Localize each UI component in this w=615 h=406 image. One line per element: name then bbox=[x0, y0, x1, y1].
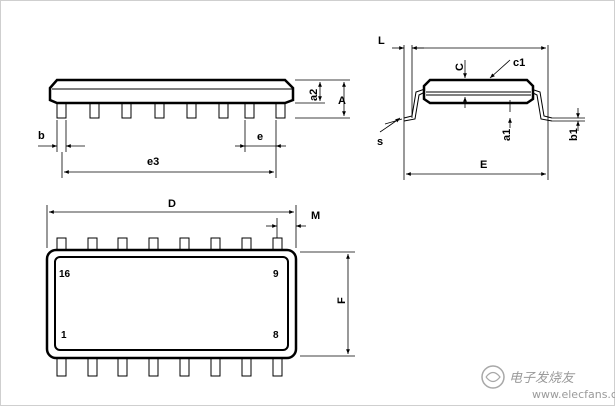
top-view bbox=[45, 205, 355, 377]
pin-label-9: 9 bbox=[273, 269, 279, 280]
watermark-url: www.elecfans.com bbox=[532, 388, 615, 401]
dim-label-s: s bbox=[377, 136, 383, 148]
dim-label-A: A bbox=[338, 95, 346, 107]
dim-label-b: b bbox=[38, 130, 45, 142]
side-view-body bbox=[48, 78, 295, 105]
pin-label-1: 1 bbox=[61, 330, 67, 341]
dim-label-e3: e3 bbox=[147, 156, 159, 168]
watermark-text: 电子发烧友 bbox=[509, 371, 576, 386]
end-view bbox=[379, 45, 585, 180]
dim-label-M: M bbox=[311, 210, 320, 222]
dim-label-F: F bbox=[336, 297, 348, 304]
dim-label-E: E bbox=[480, 159, 487, 171]
watermark: 电子发烧友 www.elecfans.com bbox=[481, 365, 615, 401]
dim-label-b1: b1 bbox=[568, 128, 580, 141]
pin-label-8: 8 bbox=[273, 330, 279, 341]
dim-label-e: e bbox=[257, 131, 263, 143]
dim-label-a1: a1 bbox=[501, 129, 513, 141]
dim-label-c1: c1 bbox=[513, 57, 525, 69]
pin-label-16: 16 bbox=[59, 269, 71, 280]
top-view-body-inner bbox=[54, 256, 289, 351]
dim-label-a2: a2 bbox=[308, 89, 320, 101]
dim-label-D: D bbox=[168, 198, 176, 210]
dim-label-L: L bbox=[378, 35, 385, 47]
dim-label-C: C bbox=[454, 63, 466, 71]
side-view bbox=[38, 78, 350, 178]
watermark-logo-icon bbox=[481, 365, 505, 389]
